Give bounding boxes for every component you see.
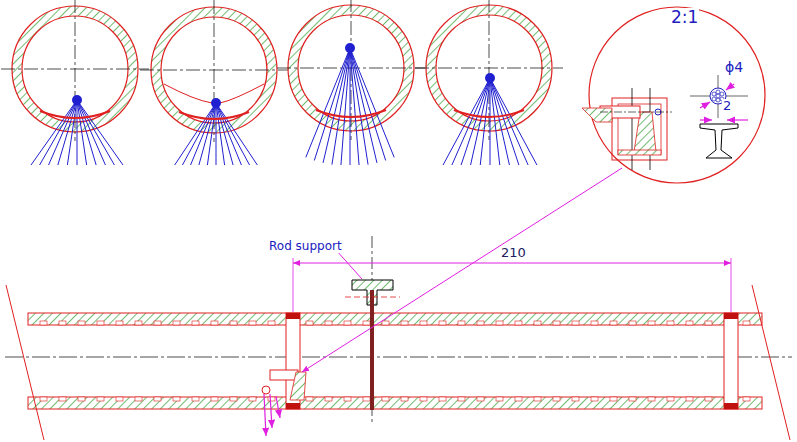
detail-view xyxy=(582,7,765,183)
part-label: Rod support xyxy=(268,240,343,253)
gap-dimension: 2 xyxy=(722,99,732,113)
pipe-cross-section xyxy=(415,0,563,165)
diameter-dimension: ϕ4 xyxy=(724,60,744,75)
pipe-longitudinal xyxy=(5,168,792,440)
pipe-cross-section xyxy=(1,0,149,165)
pipe-sections xyxy=(1,0,563,165)
pipe-cross-section xyxy=(140,0,288,165)
pipe-cross-section xyxy=(277,0,425,165)
length-dimension: 210 xyxy=(500,246,527,260)
scale-note: 2:1 xyxy=(670,8,699,27)
